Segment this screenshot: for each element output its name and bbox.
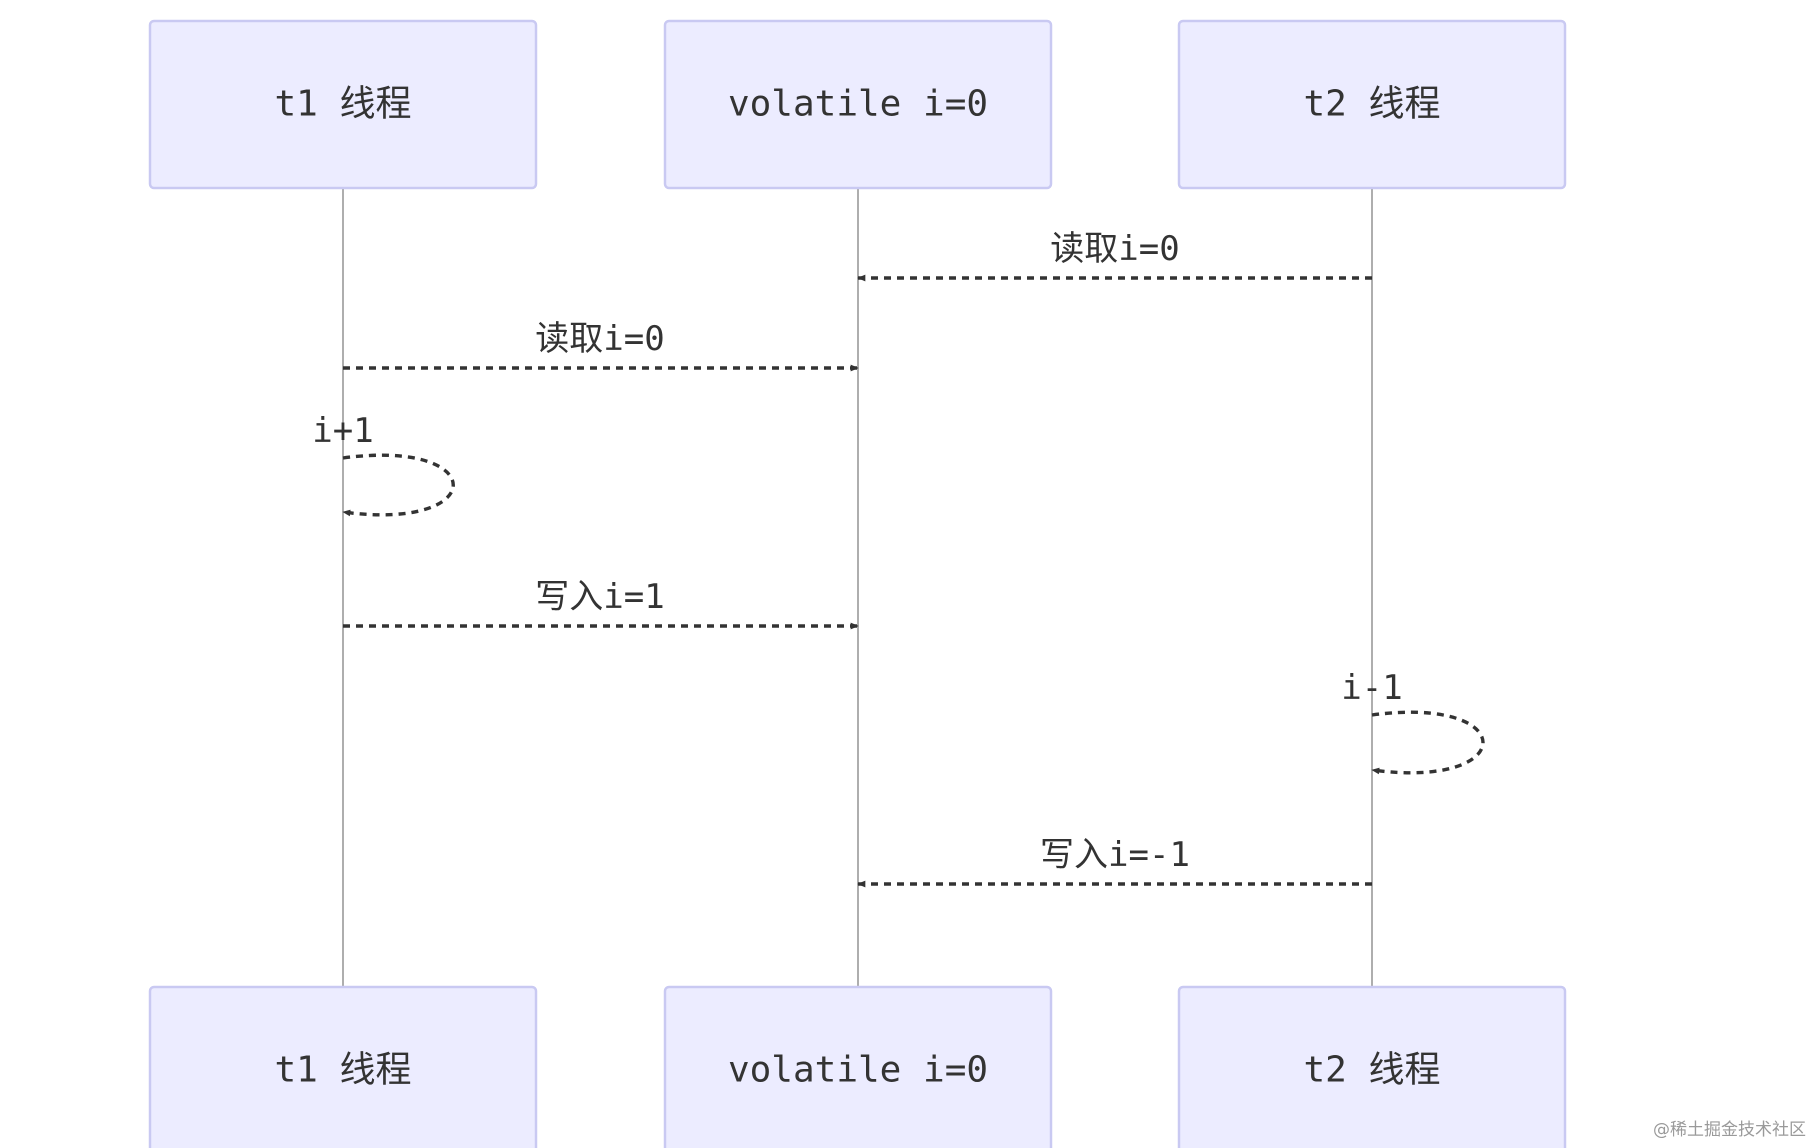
self-loop-arrow (1371, 710, 1485, 775)
message-label: 写入i=-1 (1040, 835, 1190, 875)
message-label: 读取i=0 (1050, 229, 1179, 269)
message-t2-write: 写入i=-1 (857, 835, 1372, 888)
message-t1-write: 写入i=1 (343, 577, 859, 630)
actor-label: volatile i=0 (728, 1050, 988, 1091)
message-label: i+1 (312, 411, 373, 451)
actor-top-t1: t1 线程 (148, 19, 538, 190)
self-loop-arrow (342, 453, 455, 517)
message-t2-self: i-1 (1341, 668, 1485, 775)
message-t1-self: i+1 (312, 411, 455, 517)
message-label: 写入i=1 (535, 577, 664, 617)
actor-label: t1 线程 (274, 84, 411, 125)
actor-label: t2 线程 (1303, 1050, 1440, 1091)
actor-label: t2 线程 (1303, 84, 1440, 125)
actor-bottom-t1: t1 线程 (148, 985, 538, 1148)
actor-label: t1 线程 (274, 1050, 411, 1091)
message-t2-read: 读取i=0 (857, 229, 1372, 282)
message-label: 读取i=0 (535, 319, 664, 359)
watermark: @稀土掘金技术社区 (1653, 1120, 1806, 1140)
lifelines (342, 188, 1373, 987)
message-label: i-1 (1341, 668, 1402, 708)
actor-bottom-volatile: volatile i=0 (663, 985, 1053, 1148)
actor-label: volatile i=0 (728, 84, 988, 125)
actor-top-volatile: volatile i=0 (663, 19, 1053, 190)
actor-top-t2: t2 线程 (1177, 19, 1567, 190)
message-t1-read: 读取i=0 (343, 319, 859, 372)
actor-bottom-t2: t2 线程 (1177, 985, 1567, 1148)
